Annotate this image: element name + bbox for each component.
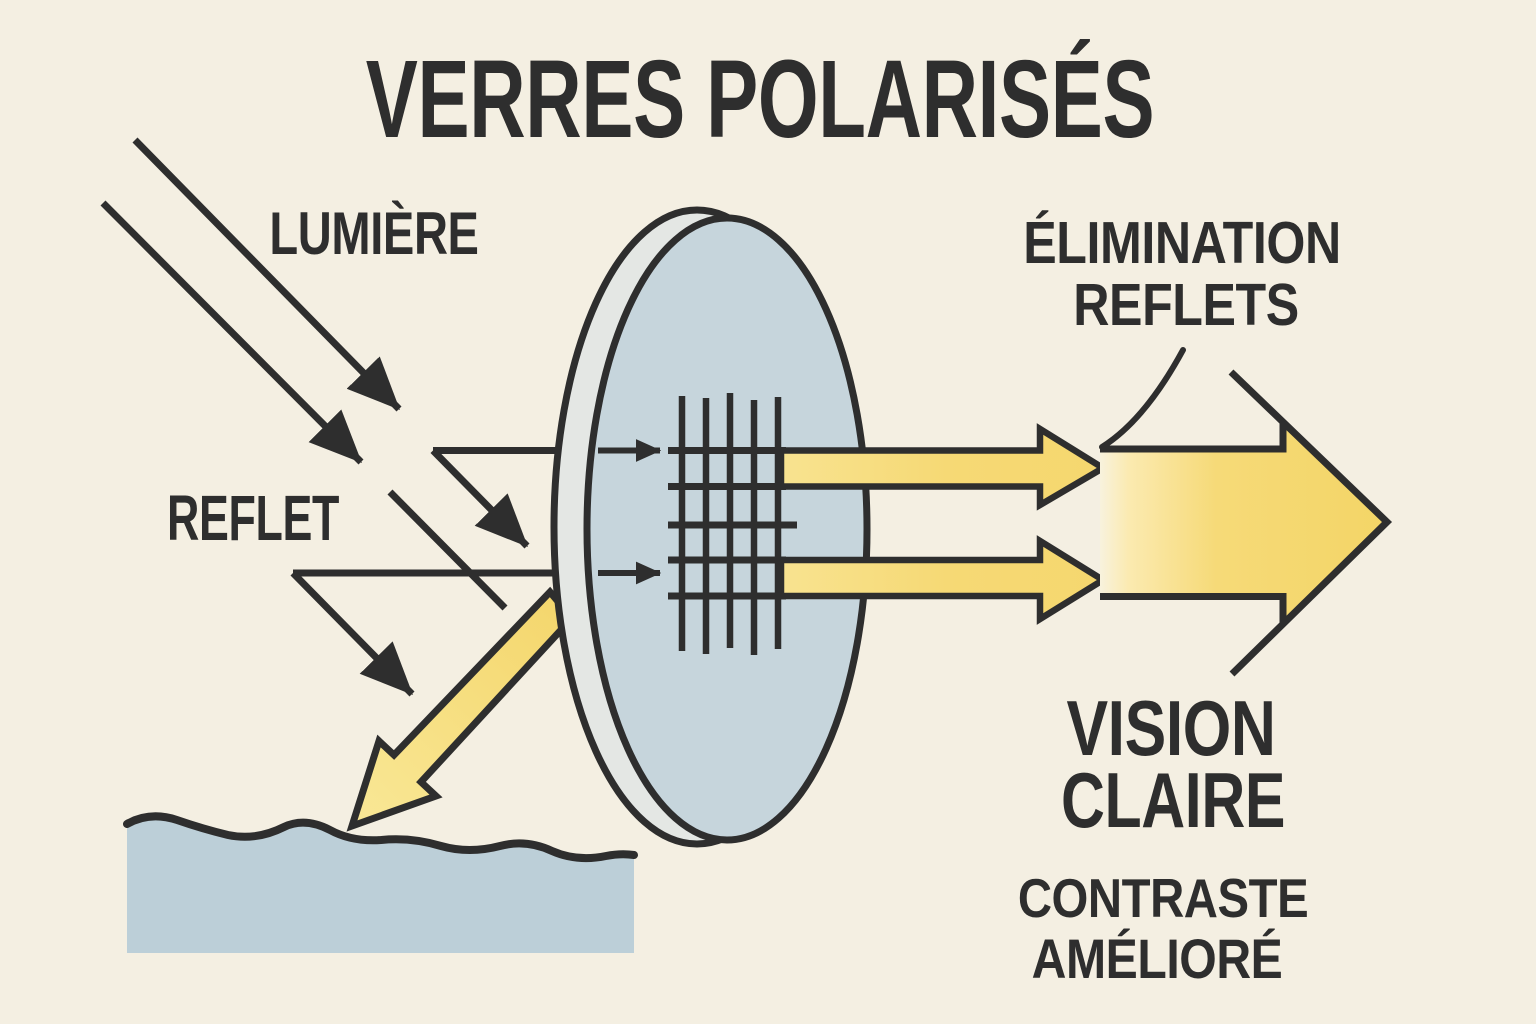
clear-vision-arrow-bottom-outline [1100, 593, 1287, 624]
label-elimination-line2: REFLETS [1073, 271, 1298, 338]
water-body [127, 816, 634, 953]
label-lumiere: LUMIÈRE [269, 201, 478, 268]
label-contraste-line2: AMÉLIORÉ [1032, 929, 1283, 991]
glare-ray-lower-arrow [290, 570, 415, 697]
clear-vision-arrow [1100, 369, 1393, 677]
label-contraste-line1: CONTRASTE [1018, 868, 1308, 929]
glare-ray-upper-arrow [430, 448, 530, 549]
incident-light-arrow-2 [100, 200, 364, 465]
glare-ray-upper [430, 447, 562, 549]
clear-vision-arrow-fill [1100, 421, 1387, 624]
blocked-glare-arrow [346, 586, 577, 832]
polarizer-grid-horizontal-lines [668, 447, 797, 600]
incident-ray-continuation [387, 489, 508, 611]
filtered-light-arrow-top [777, 423, 1110, 511]
page-title: VERRES POLARISÉS [366, 39, 1154, 161]
label-vision-line1: VISION [1066, 684, 1275, 771]
incident-light-arrow-1 [132, 137, 402, 412]
label-elimination-line1: ÉLIMINATION [1023, 209, 1341, 276]
label-reflet: REFLET [167, 482, 340, 554]
glare-ray-lower [290, 569, 556, 697]
filtered-light-arrow-bottom [777, 535, 1110, 625]
water [123, 812, 638, 953]
water-surface-line [123, 812, 638, 863]
clear-vision-arrow-top-outline [1100, 421, 1287, 453]
label-vision-line2: CLAIRE [1061, 757, 1285, 844]
elimination-pointer-curve [1099, 347, 1186, 450]
